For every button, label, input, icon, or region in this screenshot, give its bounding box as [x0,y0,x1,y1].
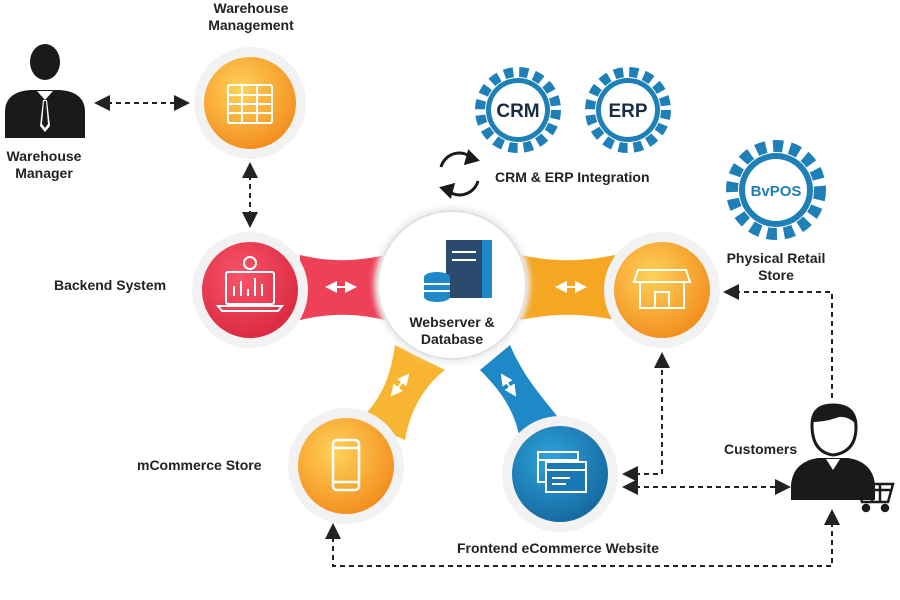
spreadsheet-icon [227,84,273,124]
customers-label: Customers [724,441,798,457]
smartphone-icon [331,438,361,492]
dashed-arrows [94,95,840,567]
warehouse-management-label: Warehouse Management [208,0,294,33]
frontend-website-label: Frontend eCommerce Website [456,540,659,556]
arrow-customers-retail [723,284,833,398]
browser-windows-icon [537,451,587,493]
crm-gear-label: CRM [496,101,539,122]
crm-erp-integration-label: CRM & ERP Integration [495,169,650,185]
warehouse-manager-label: Warehouse Manager [6,148,82,181]
webserver-database-node[interactable] [374,207,530,363]
storefront-icon [632,269,692,309]
bvpos-gear-icon: BvPOS [726,140,826,240]
webserver-database-label: Webserver & Database [409,314,495,347]
server-database-icon [424,240,492,302]
bvpos-gear-label: BvPOS [751,183,802,200]
customer-person-icon [791,403,875,500]
warehouse-manager-person-icon [5,44,85,138]
arrow-customers-mcommerce [325,509,840,567]
crm-gear-icon: CRM [475,67,561,153]
backend-system-node[interactable] [192,232,308,348]
connector-frontend [480,345,560,440]
mcommerce-store-label: mCommerce Store [137,457,262,473]
frontend-website-node[interactable] [502,416,618,532]
erp-gear-icon: ERP [585,67,671,153]
backend-system-label: Backend System [54,277,167,293]
sync-icon [439,149,480,199]
mcommerce-store-node[interactable] [288,408,404,524]
connectors [300,255,615,440]
shopping-cart-icon [848,476,895,513]
physical-retail-store-node[interactable] [604,232,720,348]
physical-retail-store-label: Physical Retail Store [726,250,826,283]
arrow-frontend-retail [622,352,670,482]
warehouse-management-node[interactable] [194,47,306,159]
erp-gear-label: ERP [608,101,647,122]
laptop-dashboard-icon [215,256,285,312]
